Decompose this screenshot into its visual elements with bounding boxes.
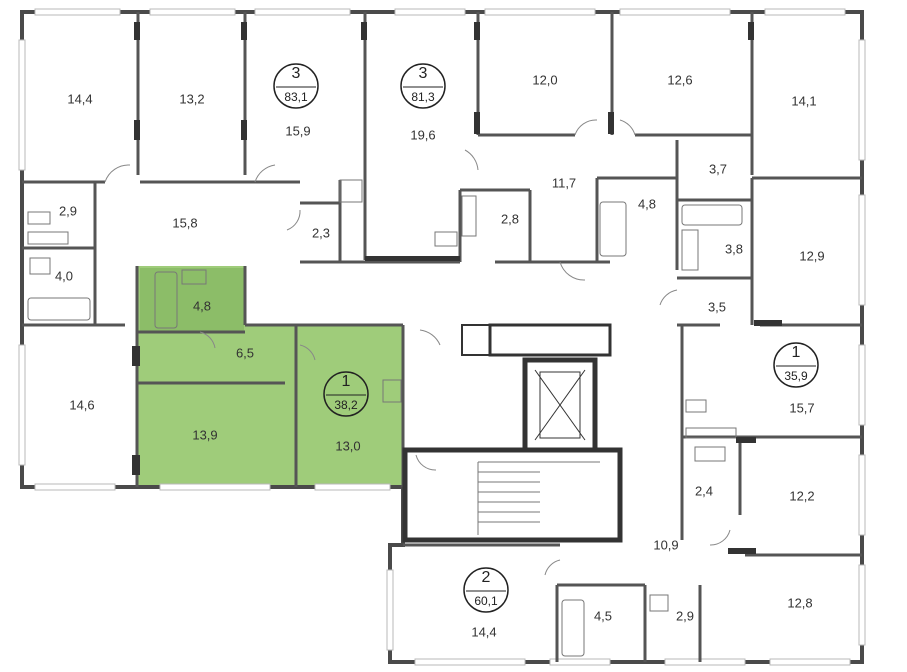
bathroom-fixtures: [27, 179, 743, 657]
room-area: 4,8: [638, 196, 656, 211]
room-area: 2,4: [695, 483, 713, 498]
apartment-area: 38,2: [334, 398, 358, 412]
room-area: 4,8: [193, 298, 211, 313]
room-area: 12,8: [787, 595, 812, 610]
room-labels: 14,4 13,2 15,9 19,6 12,0 12,6 14,1 15,8 …: [55, 72, 825, 639]
room-area: 12,6: [667, 72, 692, 87]
apartment-rooms: 1: [342, 373, 351, 390]
apartment-badge-1-right[interactable]: 1 35,9: [773, 342, 819, 388]
apartment-area: 60,1: [474, 594, 498, 608]
room-area: 12,2: [789, 488, 814, 503]
room-area: 15,7: [789, 400, 814, 415]
room-area: 2,9: [59, 203, 77, 218]
room-area: 13,9: [192, 427, 217, 442]
apartment-badge-2[interactable]: 2 60,1: [463, 567, 509, 613]
door-swings: [104, 119, 731, 576]
room-area: 4,0: [55, 268, 73, 283]
apartment-badge-3-a[interactable]: 3 83,1: [273, 63, 319, 109]
room-area: 14,6: [69, 397, 94, 412]
apartment-rooms: 3: [419, 65, 428, 82]
apartment-rooms: 3: [292, 65, 301, 82]
room-area: 6,5: [236, 345, 254, 360]
room-area: 3,7: [709, 161, 727, 176]
room-area: 10,9: [653, 537, 678, 552]
apartment-area: 83,1: [284, 90, 308, 104]
room-area: 13,0: [335, 438, 360, 453]
selected-apartment-fill[interactable]: [137, 266, 403, 487]
room-area: 12,0: [532, 72, 557, 87]
room-area: 12,9: [799, 248, 824, 263]
stair-steps: [477, 461, 600, 535]
room-area: 14,4: [471, 624, 496, 639]
room-area: 3,8: [725, 241, 743, 256]
room-area: 13,2: [179, 91, 204, 106]
room-area: 2,9: [676, 608, 694, 623]
apartment-badge-3-b[interactable]: 3 81,3: [400, 63, 446, 109]
apartment-rooms: 2: [482, 569, 491, 586]
apartment-badge-1-selected[interactable]: 1 38,2: [323, 371, 369, 417]
room-area: 15,8: [172, 215, 197, 230]
structural-columns: [132, 22, 782, 554]
stair-elevator-core: [402, 323, 623, 543]
apartment-rooms: 1: [792, 344, 801, 361]
room-area: 19,6: [410, 127, 435, 142]
apartment-area: 81,3: [411, 90, 435, 104]
room-area: 2,3: [312, 225, 330, 240]
room-area: 3,5: [708, 299, 726, 314]
room-area: 11,7: [552, 175, 576, 190]
windows: [18, 8, 866, 666]
apartment-area: 35,9: [784, 369, 808, 383]
room-area: 14,4: [67, 91, 92, 106]
room-area: 14,1: [791, 93, 816, 108]
room-area: 2,8: [501, 211, 519, 226]
interior-walls: [22, 12, 862, 662]
room-area: 4,5: [594, 608, 612, 623]
room-area: 15,9: [285, 123, 310, 138]
